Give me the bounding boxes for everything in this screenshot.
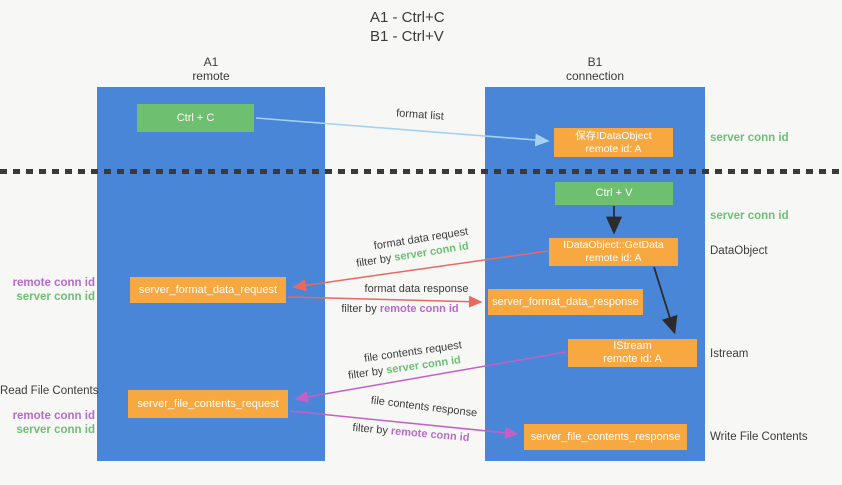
ctrl-c-node: Ctrl + C: [137, 104, 254, 132]
server-file-contents-response-node: server_file_contents_response: [524, 424, 687, 450]
istream-side-label: Istream: [710, 348, 749, 360]
dataobject-label: DataObject: [710, 245, 768, 257]
server-file-contents-request-label: server_file_contents_request: [137, 397, 279, 410]
server-conn-id-label-left-1: server conn id: [16, 291, 95, 303]
title-line-2: B1 - Ctrl+V: [370, 28, 444, 45]
title-line-1: A1 - Ctrl+C: [370, 9, 445, 26]
idataobject-getdata-node: IDataObject::GetData remote id: A: [549, 238, 678, 266]
write-file-contents-label: Write File Contents: [710, 431, 808, 443]
istream-node: IStream remote id: A: [568, 339, 697, 367]
remote-conn-id-label-left-1: remote conn id: [12, 277, 95, 289]
server-file-contents-response-label: server_file_contents_response: [530, 430, 681, 443]
getdata-line1: IDataObject::GetData: [563, 239, 664, 251]
right-column-name: B1: [587, 55, 603, 69]
istream-line1: IStream: [613, 340, 652, 352]
server-file-contents-request-node: server_file_contents_request: [128, 390, 288, 418]
right-column-role: connection: [565, 69, 625, 83]
server-format-data-response-label: server_format_data_response: [492, 295, 639, 308]
ctrl-c-label: Ctrl + C: [176, 111, 215, 124]
dashed-separator-line: [0, 169, 842, 174]
save-idataobject-line1: 保存IDataObject: [575, 129, 652, 142]
server-format-data-response-node: server_format_data_response: [488, 289, 643, 315]
filter-by-text: filter by: [341, 303, 377, 315]
diagram-title: A1 - Ctrl+C B1 - Ctrl+V: [370, 8, 445, 46]
server-format-data-request-node: server_format_data_request: [130, 277, 286, 303]
left-column-name: A1: [203, 55, 219, 69]
server-conn-id-label-top-right: server conn id: [710, 132, 789, 144]
filter-by-text: filter by: [347, 365, 385, 382]
save-idataobject-line2: remote id: A: [585, 142, 642, 155]
ctrl-v-node: Ctrl + V: [555, 182, 673, 205]
file-contents-response-label: file contents response: [370, 394, 478, 420]
format-list-label: format list: [395, 107, 445, 123]
filter-by-text: filter by: [355, 252, 393, 270]
server-format-data-request-label: server_format_data_request: [138, 283, 278, 296]
remote-conn-id-text: remote conn id: [379, 303, 459, 315]
remote-conn-id-text: remote conn id: [390, 425, 470, 445]
left-column-header: A1 remote: [97, 55, 325, 83]
remote-conn-id-label-left-2: remote conn id: [12, 410, 95, 422]
right-column-header: B1 connection: [485, 55, 705, 83]
istream-line2: remote id: A: [603, 353, 662, 365]
server-conn-id-label-mid-right: server conn id: [710, 210, 789, 222]
save-idataobject-node: 保存IDataObject remote id: A: [554, 128, 673, 157]
ctrl-v-label: Ctrl + V: [595, 187, 633, 199]
read-file-contents-label: Read File Contents: [0, 385, 99, 397]
filter-by-text: filter by: [352, 421, 389, 437]
left-column-role: remote: [192, 69, 230, 83]
format-data-response-label: format data response: [364, 283, 469, 295]
server-conn-id-label-left-2: server conn id: [16, 424, 95, 436]
getdata-line2: remote id: A: [585, 252, 642, 264]
